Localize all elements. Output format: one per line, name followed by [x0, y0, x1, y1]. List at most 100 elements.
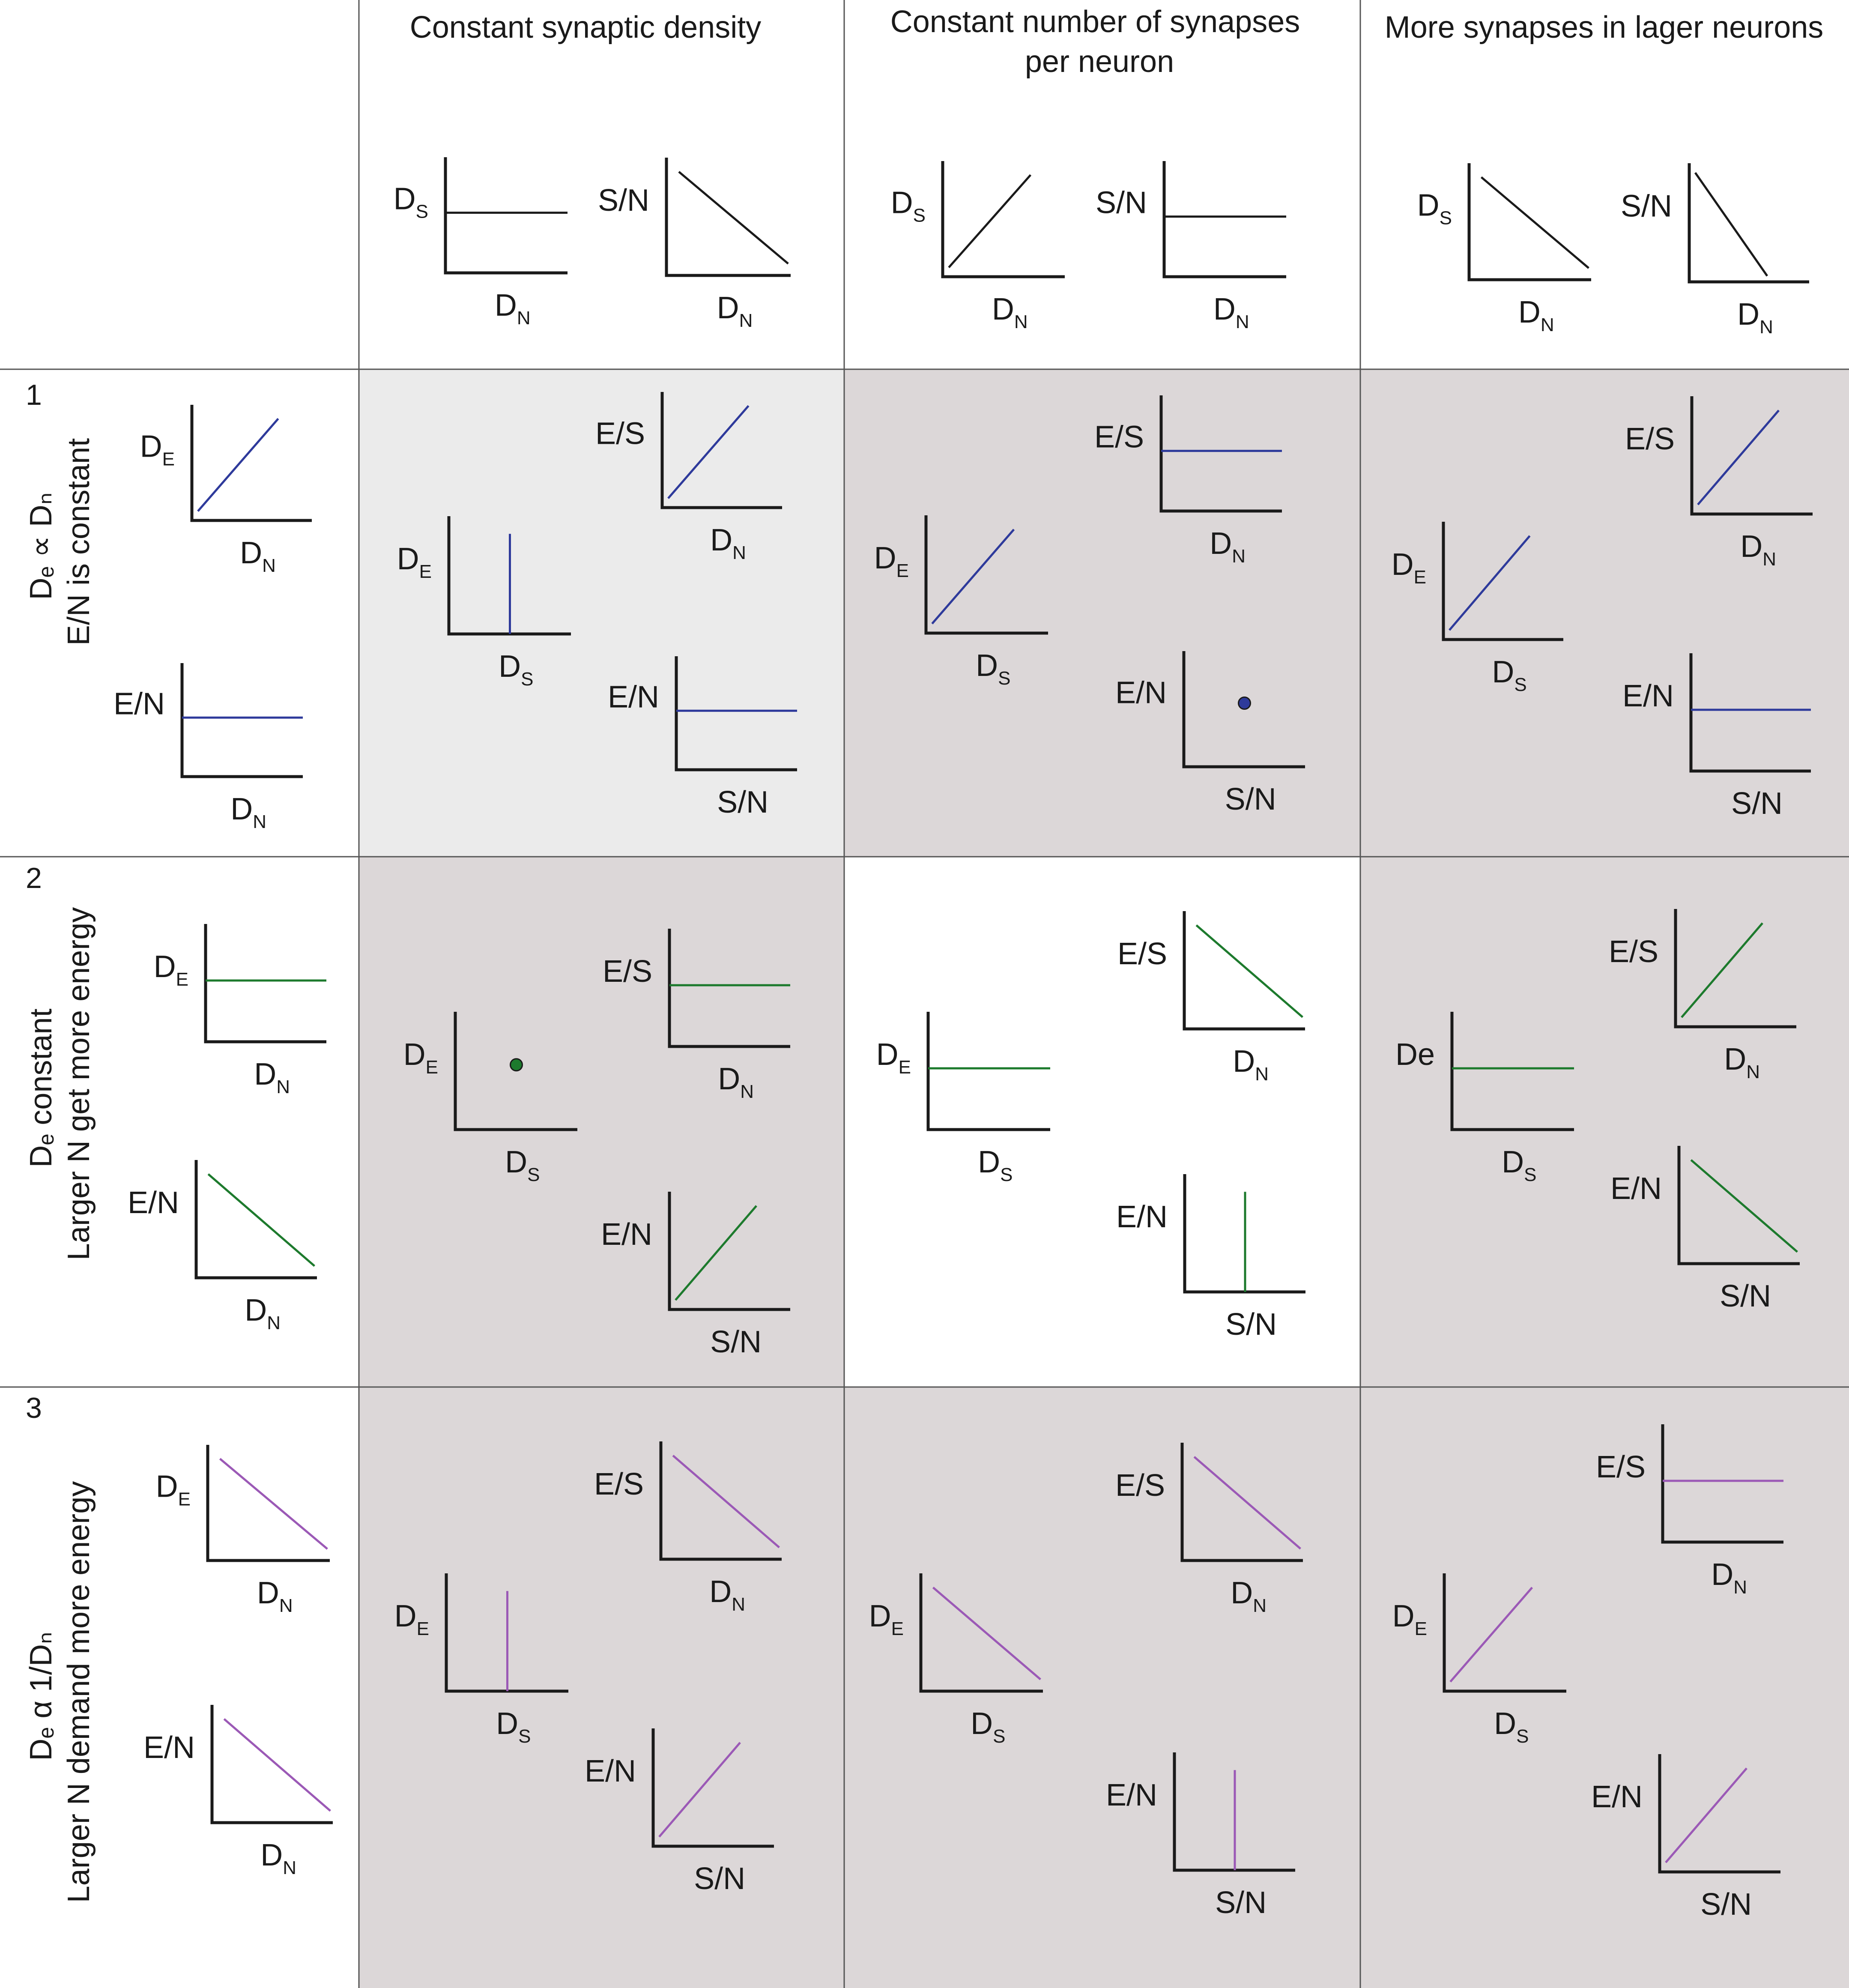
y-axis-label-subscript: E — [1415, 1618, 1427, 1639]
y-axis-label-subscript: E — [178, 1489, 191, 1510]
x-axis-label-subscript: S — [1000, 1164, 1013, 1185]
graph-axes — [1162, 161, 1286, 278]
x-axis-label-main: S/N — [1225, 1307, 1277, 1342]
x-axis-label: DS — [1494, 1707, 1529, 1747]
y-axis-label-main: S/N — [1096, 186, 1147, 220]
y-axis-label-main: E/N — [1622, 679, 1674, 713]
graph-axes — [1180, 1443, 1303, 1562]
x-axis-label-subscript: N — [740, 1081, 754, 1102]
x-axis-label-subscript: N — [517, 308, 531, 329]
y-axis-label-main: E/S — [1596, 1450, 1646, 1484]
x-axis-label: DS — [496, 1707, 531, 1747]
x-axis-label-main: D — [709, 1575, 732, 1609]
graph-axes — [1688, 163, 1809, 284]
x-axis-label-subscript: S — [521, 669, 533, 690]
y-axis-label-main: E/S — [1609, 935, 1658, 969]
y-axis-label: DE — [403, 1037, 438, 1078]
x-axis-label: DN — [240, 536, 276, 576]
y-axis-label-main: E/N — [1106, 1778, 1157, 1812]
mini-graph: E/NS/N — [601, 1192, 790, 1359]
graph-axes — [447, 516, 571, 636]
y-axis-label: E/S — [1609, 935, 1658, 969]
graph-axes — [1442, 522, 1563, 641]
y-axis-label-subscript: E — [426, 1057, 438, 1078]
trend-line — [678, 171, 789, 265]
x-axis-label-subscript: S — [998, 668, 1010, 689]
x-axis-label-subscript: S — [1516, 1726, 1529, 1747]
y-axis-label: E/S — [1625, 422, 1675, 456]
graph-axes — [204, 924, 326, 1043]
graph-axes — [926, 1012, 1050, 1131]
trend-line — [675, 1205, 757, 1301]
mini-graph: E/NS/N — [608, 656, 797, 819]
trend-line — [931, 529, 1015, 625]
x-axis-label-main: S/N — [1720, 1279, 1771, 1313]
x-axis-label-main: D — [1724, 1042, 1746, 1076]
y-axis-label-subscript: E — [899, 1057, 911, 1078]
table-cell — [359, 1387, 844, 1988]
y-axis-label-subscript: S — [416, 201, 428, 222]
x-axis-label: DS — [499, 649, 533, 690]
x-axis-label: DS — [978, 1145, 1013, 1185]
mini-graph: E/N S/N — [1610, 1146, 1800, 1313]
x-axis-label-main: S/N — [1215, 1886, 1267, 1920]
table-cell — [844, 0, 1360, 369]
y-axis-label-subscript: E — [162, 449, 175, 470]
trend-line — [932, 1587, 1041, 1680]
y-axis-label-subscript: E — [176, 969, 188, 990]
y-axis-label: E/N — [608, 680, 659, 714]
x-axis-label-main: D — [499, 649, 521, 684]
y-axis-label-main: D — [1392, 1599, 1415, 1633]
y-axis-label-subscript: E — [417, 1618, 429, 1639]
x-axis-label-main: S/N — [1731, 786, 1783, 821]
trend-line — [948, 174, 1032, 269]
mini-graph: S/NDN — [1096, 161, 1286, 332]
y-axis-label-subscript: E — [419, 561, 432, 582]
x-axis-label-main: D — [495, 288, 517, 323]
y-axis-label-main: De — [1395, 1037, 1435, 1072]
y-axis-label: E/S — [594, 1467, 644, 1501]
x-axis-label: S/N — [1215, 1886, 1267, 1920]
x-axis-label: DN — [1711, 1558, 1747, 1598]
y-axis-label: E/N — [114, 687, 165, 721]
y-axis-label: E/N — [1610, 1172, 1662, 1206]
x-axis-label-main: D — [1492, 655, 1514, 689]
y-axis-label-main: E/N — [585, 1754, 636, 1788]
table-cell — [0, 857, 359, 1387]
graph-axes — [1677, 1146, 1800, 1265]
x-axis-label-subscript: N — [279, 1595, 293, 1616]
x-axis-label-subscript: S — [993, 1726, 1005, 1747]
y-axis-label: E/S — [1094, 420, 1144, 454]
graph-axes — [445, 1573, 568, 1693]
x-axis-label-main: D — [1213, 292, 1236, 326]
y-axis-label-main: E/N — [601, 1217, 652, 1252]
graph-axes — [659, 1441, 782, 1561]
graph-axes — [190, 405, 312, 522]
x-axis-label-subscript: N — [1746, 1061, 1760, 1082]
mini-graph: E/SDN — [1117, 911, 1305, 1085]
y-axis-label-main: D — [140, 430, 162, 464]
y-axis-label-main: E/N — [1610, 1172, 1662, 1206]
y-axis-label: DE — [397, 542, 432, 582]
y-axis-label: DE — [876, 1037, 911, 1078]
x-axis-label-main: D — [1737, 297, 1759, 332]
x-axis-label-subscript: N — [1541, 314, 1554, 335]
x-axis-label-subscript: N — [253, 811, 266, 832]
graph-axes — [668, 929, 790, 1048]
x-axis-label-subscript: S — [1524, 1164, 1536, 1185]
column-header-line: per neuron — [1025, 45, 1174, 79]
row-label-1: Dₑ ∝ Dₙ E/N is constant — [24, 438, 96, 646]
y-axis-label: DS — [394, 182, 428, 222]
y-axis-label-main: D — [1392, 547, 1414, 582]
mini-graph: E/S DN — [1609, 909, 1796, 1082]
trend-line — [1480, 176, 1589, 269]
x-axis-label: DN — [254, 1057, 290, 1097]
x-axis-label: DN — [1518, 295, 1554, 335]
x-axis-label-subscript: N — [739, 310, 753, 331]
y-axis-label: E/N — [1622, 679, 1674, 713]
table-cell — [0, 0, 359, 369]
